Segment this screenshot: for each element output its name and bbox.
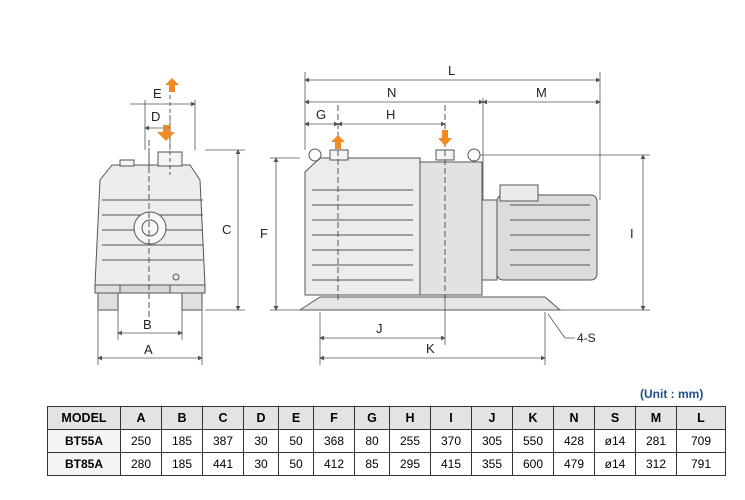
- table-header: J: [471, 406, 513, 430]
- table-cell: 412: [313, 452, 355, 476]
- table-header: D: [243, 406, 279, 430]
- side-dimensions: [270, 72, 650, 365]
- table-cell: 415: [430, 452, 472, 476]
- table-cell: 85: [354, 452, 390, 476]
- table-header: I: [430, 406, 472, 430]
- table-cell: 370: [430, 429, 472, 453]
- table-cell: 50: [278, 452, 314, 476]
- table-cell: 280: [120, 452, 162, 476]
- table-cell: 30: [243, 429, 279, 453]
- table-cell: 600: [512, 452, 554, 476]
- dim-label-f: F: [260, 226, 268, 241]
- dim-label-b: B: [143, 317, 152, 332]
- table-row: BT85A 280 185 441 30 50 412 85 295 415 3…: [47, 452, 726, 476]
- table-cell: ø14: [594, 452, 636, 476]
- table-header: F: [313, 406, 355, 430]
- table-cell: ø14: [594, 429, 636, 453]
- dim-label-m: M: [536, 85, 547, 100]
- table-cell: 550: [512, 429, 554, 453]
- table-header: G: [354, 406, 390, 430]
- flow-arrows: [157, 78, 452, 149]
- table-cell: 312: [635, 452, 677, 476]
- dim-label-c: C: [222, 222, 231, 237]
- table-header-row: MODEL A B C D E F G H I J K N S M L: [47, 406, 726, 430]
- table-header: MODEL: [47, 406, 121, 430]
- dim-label-d: D: [151, 109, 160, 124]
- table-header: M: [635, 406, 677, 430]
- table-cell: 250: [120, 429, 162, 453]
- table-cell: 387: [202, 429, 244, 453]
- table-cell: 441: [202, 452, 244, 476]
- inlet-arrow-icon: [157, 125, 175, 141]
- table-header: S: [594, 406, 636, 430]
- table-cell: 428: [553, 429, 595, 453]
- table-cell: 30: [243, 452, 279, 476]
- table-cell-model: BT55A: [47, 429, 121, 453]
- table-cell: 305: [471, 429, 513, 453]
- pump-dimension-drawing: E D C B A L N M G H F I J K 4-S: [94, 63, 650, 365]
- unit-note: (Unit : mm): [640, 387, 704, 401]
- table-cell: 355: [471, 452, 513, 476]
- table-header: E: [278, 406, 314, 430]
- table-header: B: [161, 406, 203, 430]
- table-cell: 791: [676, 452, 726, 476]
- front-view: [94, 95, 206, 320]
- dimension-labels: E D C B A L N M G H F I J K 4-S: [143, 63, 634, 357]
- table-header: L: [676, 406, 726, 430]
- table-cell: 185: [161, 429, 203, 453]
- side-view: [298, 105, 598, 311]
- table-cell: 295: [389, 452, 431, 476]
- dim-label-s: 4-S: [577, 331, 596, 345]
- table-cell: 479: [553, 452, 595, 476]
- side-inlet-arrow-icon: [438, 130, 452, 146]
- dim-label-k: K: [426, 341, 435, 356]
- table-header: K: [512, 406, 554, 430]
- dim-label-i: I: [630, 226, 634, 241]
- exhaust-arrow-icon: [165, 78, 179, 92]
- table-cell: 255: [389, 429, 431, 453]
- spec-table: MODEL A B C D E F G H I J K N S M L BT55…: [47, 406, 726, 476]
- table-header: N: [553, 406, 595, 430]
- dim-label-j: J: [376, 321, 383, 336]
- dim-label-g: G: [316, 107, 326, 122]
- table-cell: 50: [278, 429, 314, 453]
- dim-label-n: N: [387, 85, 396, 100]
- dim-label-h: H: [386, 107, 395, 122]
- table-cell: 281: [635, 429, 677, 453]
- dim-label-e: E: [153, 86, 162, 101]
- table-cell: 80: [354, 429, 390, 453]
- table-cell: 185: [161, 452, 203, 476]
- table-header: A: [120, 406, 162, 430]
- front-dimensions: [97, 100, 245, 365]
- table-header: C: [202, 406, 244, 430]
- table-cell: 709: [676, 429, 726, 453]
- table-row: BT55A 250 185 387 30 50 368 80 255 370 3…: [47, 429, 726, 453]
- dim-label-l: L: [448, 63, 455, 78]
- table-cell: 368: [313, 429, 355, 453]
- side-exhaust-arrow-icon: [331, 135, 345, 149]
- table-header: H: [389, 406, 431, 430]
- dim-label-a: A: [144, 342, 153, 357]
- table-cell-model: BT85A: [47, 452, 121, 476]
